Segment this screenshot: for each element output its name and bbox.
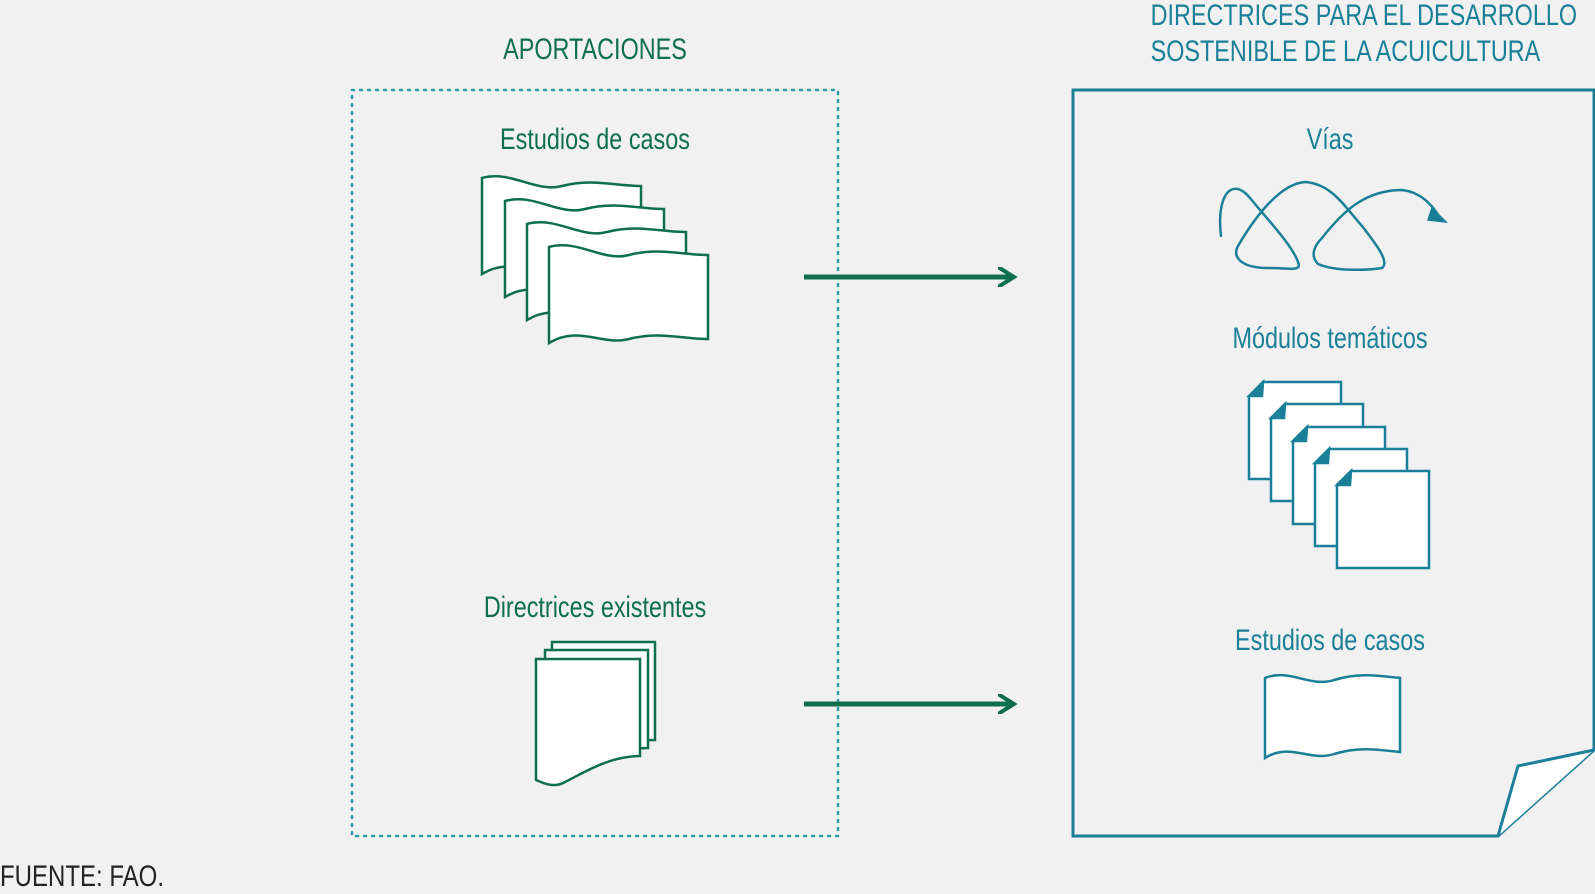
existing-guidelines-label: Directrices existentes <box>483 591 707 624</box>
source-note: FUENTE: FAO. <box>0 860 165 893</box>
output-case-studies-icon <box>1263 673 1402 761</box>
pathways-label: Vías <box>1306 123 1354 156</box>
thematic-modules-stack-icon <box>1245 378 1431 570</box>
case-studies-input-label: Estudios de casos <box>500 123 690 156</box>
guidelines-document-outline <box>1071 88 1595 838</box>
case-studies-stack-icon <box>480 175 710 346</box>
existing-guidelines-stack-icon <box>534 640 657 787</box>
thematic-modules-label: Módulos temáticos <box>1232 322 1428 355</box>
case-studies-output-label: Estudios de casos <box>1235 624 1425 657</box>
guidelines-title-line2: SOSTENIBLE DE LA ACUICULTURA <box>1150 35 1541 68</box>
guidelines-title-line1: DIRECTRICES PARA EL DESARROLLO <box>1150 0 1578 32</box>
inputs-panel-title: APORTACIONES <box>503 33 687 66</box>
inputs-panel-border <box>350 88 840 838</box>
pathways-loop-icon <box>1218 180 1449 272</box>
